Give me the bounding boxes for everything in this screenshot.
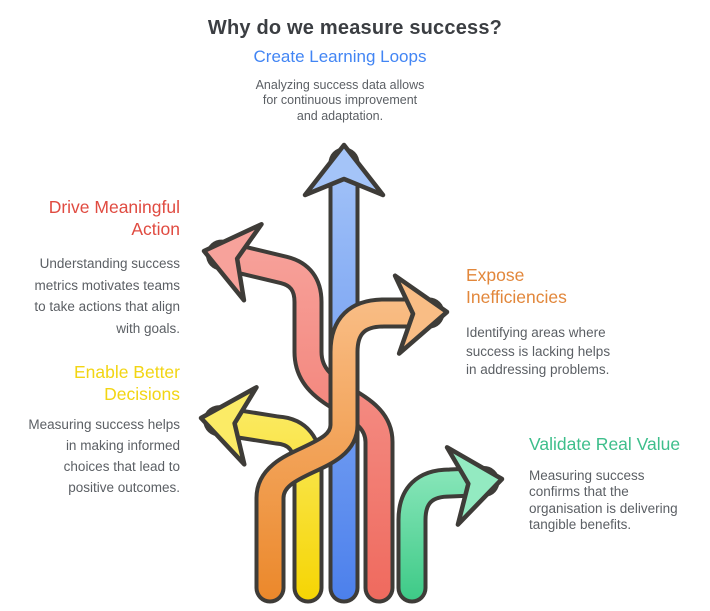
section-description-validate-real-value: Measuring success confirms that the orga… (529, 467, 678, 533)
arrowhead-shape (302, 142, 386, 198)
section-enable-better-decisions: Enable Better Decisions Measuring succes… (28, 362, 180, 498)
section-description-drive-meaningful-action: Understanding success metrics motivates … (34, 256, 180, 336)
section-create-learning-loops: Create Learning Loops Analyzing success … (140, 46, 540, 124)
section-title-drive-meaningful-action: Drive Meaningful Action (48, 197, 180, 239)
arrowhead-shape (201, 221, 264, 303)
up-arrowhead-icon (302, 142, 386, 198)
left-arrow-red (201, 221, 395, 604)
section-drive-meaningful-action: Drive Meaningful Action Understanding su… (34, 197, 180, 339)
right-arrow-green-band (400, 470, 496, 600)
right-arrow-orange (254, 273, 450, 604)
section-title-expose-inefficiencies: Expose Inefficiencies (466, 265, 567, 307)
right-arrowhead-icon (392, 273, 450, 356)
section-expose-inefficiencies: Expose Inefficiencies Identifying areas … (466, 265, 610, 380)
left-arrowhead-icon (201, 221, 264, 303)
right-arrow-green (396, 445, 505, 604)
section-validate-real-value: Validate Real Value Measuring success co… (529, 434, 680, 534)
left-arrow-red-band (210, 243, 391, 600)
section-description-enable-better-decisions: Measuring success helps in making inform… (28, 417, 180, 495)
section-title-validate-real-value: Validate Real Value (529, 434, 681, 454)
right-arrowhead-icon (444, 445, 505, 527)
section-title-create-learning-loops: Create Learning Loops (253, 47, 427, 66)
section-description-expose-inefficiencies: Identifying areas where success is lacki… (466, 325, 611, 377)
right-arrow-orange-band (258, 301, 441, 600)
arrowhead-shape (444, 445, 505, 527)
arrowhead-shape (392, 273, 450, 356)
section-description-create-learning-loops: Analyzing success data allows for contin… (255, 77, 425, 123)
arrowhead-shape (198, 385, 259, 467)
left-arrowhead-icon (198, 385, 259, 467)
section-title-enable-better-decisions: Enable Better Decisions (73, 362, 180, 404)
page-title: Why do we measure success? (207, 17, 503, 40)
